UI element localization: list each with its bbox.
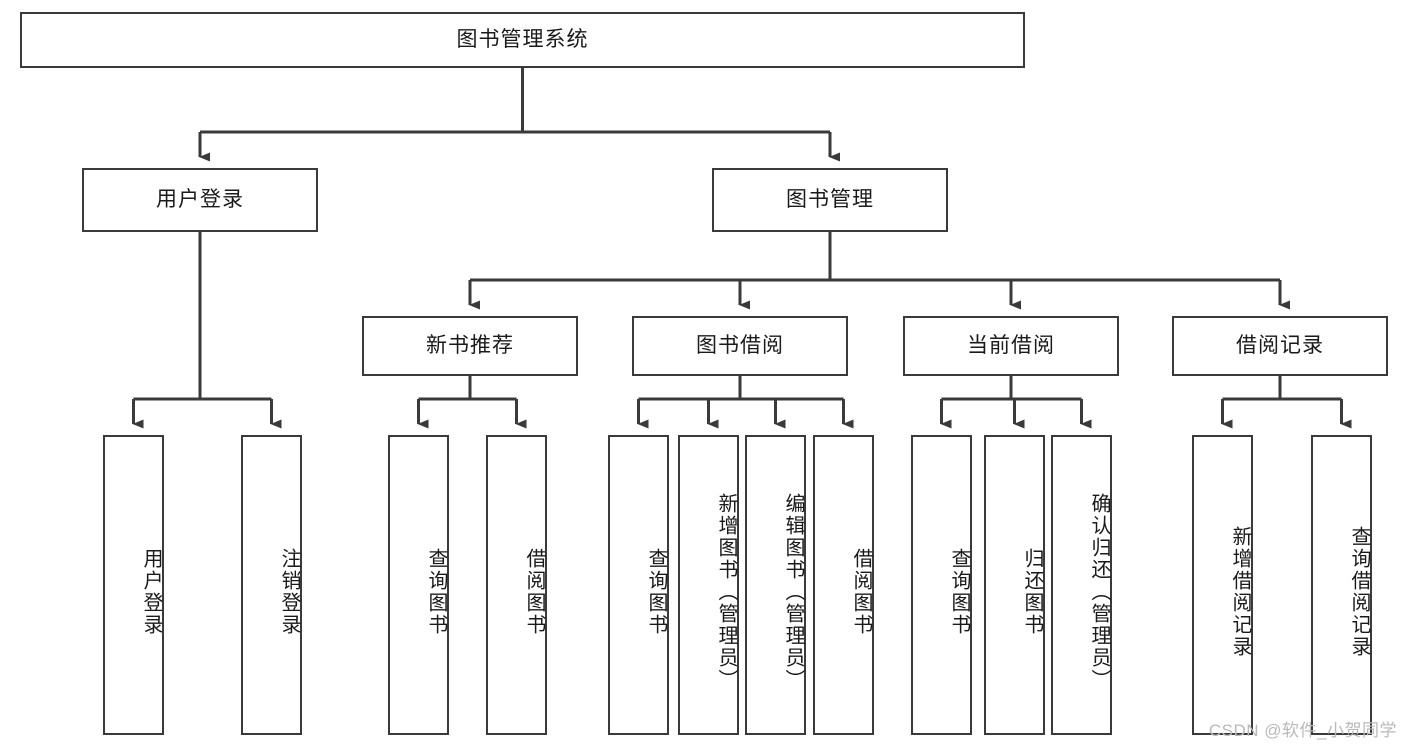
node-label: 新书推荐 bbox=[426, 333, 514, 357]
node-label: 编辑图书（管理员） bbox=[782, 493, 804, 691]
node-label: 用户登录 bbox=[156, 187, 244, 211]
node-leaf-user-logout[interactable]: 注销登录 bbox=[241, 435, 302, 735]
node-leaf-query-record[interactable]: 查询借阅记录 bbox=[1311, 435, 1372, 735]
node-label: 归还图书 bbox=[1021, 548, 1043, 636]
node-new-book-rec[interactable]: 新书推荐 bbox=[362, 316, 578, 376]
node-label: 借阅记录 bbox=[1236, 333, 1324, 357]
csdn-watermark: CSDN @软件_小贺同学 bbox=[1208, 721, 1397, 740]
node-book-borrow[interactable]: 图书借阅 bbox=[632, 316, 848, 376]
node-leaf-borrow-book-a[interactable]: 借阅图书 bbox=[486, 435, 547, 735]
node-label: 图书管理 bbox=[786, 187, 874, 211]
node-current-borrow[interactable]: 当前借阅 bbox=[903, 316, 1119, 376]
node-label: 图书借阅 bbox=[696, 333, 784, 357]
node-label: 查询借阅记录 bbox=[1348, 526, 1370, 658]
node-label: 查询图书 bbox=[948, 548, 970, 636]
node-leaf-return-book[interactable]: 归还图书 bbox=[984, 435, 1045, 735]
node-label: 注销登录 bbox=[278, 548, 300, 636]
node-label: 借阅图书 bbox=[850, 548, 872, 636]
node-leaf-add-record[interactable]: 新增借阅记录 bbox=[1192, 435, 1253, 735]
node-label: 新增图书（管理员） bbox=[715, 493, 737, 691]
node-leaf-add-book[interactable]: 新增图书（管理员） bbox=[678, 435, 739, 735]
node-label: 查询图书 bbox=[425, 548, 447, 636]
node-leaf-borrow-book-b[interactable]: 借阅图书 bbox=[813, 435, 874, 735]
node-leaf-edit-book[interactable]: 编辑图书（管理员） bbox=[745, 435, 806, 735]
node-label: 新增借阅记录 bbox=[1229, 526, 1251, 658]
node-user-login[interactable]: 用户登录 bbox=[82, 168, 318, 232]
node-leaf-user-login[interactable]: 用户登录 bbox=[103, 435, 164, 735]
node-leaf-query-book-c[interactable]: 查询图书 bbox=[911, 435, 972, 735]
node-book-manage[interactable]: 图书管理 bbox=[712, 168, 948, 232]
node-leaf-confirm-return[interactable]: 确认归还（管理员） bbox=[1051, 435, 1112, 735]
node-label: 查询图书 bbox=[645, 548, 667, 636]
node-label: 确认归还（管理员） bbox=[1088, 493, 1110, 691]
node-leaf-query-book-a[interactable]: 查询图书 bbox=[388, 435, 449, 735]
node-label: 借阅图书 bbox=[523, 548, 545, 636]
node-label: 当前借阅 bbox=[967, 333, 1055, 357]
node-borrow-record[interactable]: 借阅记录 bbox=[1172, 316, 1388, 376]
node-root[interactable]: 图书管理系统 bbox=[20, 12, 1025, 68]
node-label: 图书管理系统 bbox=[456, 27, 589, 51]
node-leaf-query-book-b[interactable]: 查询图书 bbox=[608, 435, 669, 735]
node-label: 用户登录 bbox=[140, 548, 162, 636]
